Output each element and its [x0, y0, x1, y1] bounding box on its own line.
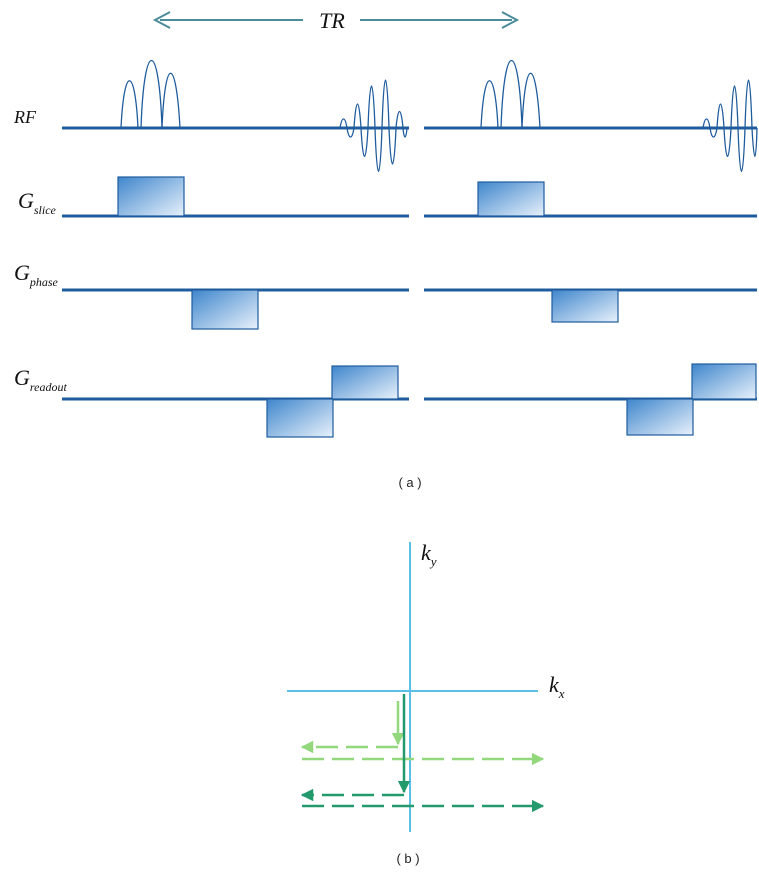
g-readout-label: Greadout [14, 365, 67, 394]
phase-gradient-1 [191, 289, 259, 330]
gradient-blocks [117, 176, 757, 438]
rf-echo-signal-2 [702, 79, 758, 172]
kx-label: kx [549, 672, 565, 701]
readout-gradient-2 [691, 363, 757, 400]
slice-gradient-1 [117, 176, 185, 217]
readout-prephaser-2 [626, 398, 694, 436]
caption-a: ( a ) [398, 475, 421, 490]
panel-b: ky kx ( b ) [287, 540, 565, 866]
rf-excitation-pulse-2 [480, 59, 541, 129]
caption-b: ( b ) [396, 851, 419, 866]
panel-a: TR RF Gslice Gphase Greadout [13, 8, 758, 490]
rf-echo-signal-1 [339, 79, 408, 172]
readout-gradient-1 [331, 365, 399, 400]
readout-prephaser-1 [266, 398, 334, 438]
g-phase-label: Gphase [14, 260, 59, 289]
baselines [62, 126, 757, 401]
rf-label: RF [13, 107, 37, 127]
g-slice-label: Gslice [18, 188, 57, 217]
slice-gradient-2 [477, 181, 545, 217]
k-space-trajectory-dark [300, 694, 545, 813]
tr-label: TR [319, 8, 345, 33]
rf-excitation-pulse-1 [120, 59, 181, 129]
ky-label: ky [421, 540, 437, 569]
phase-gradient-2 [551, 289, 619, 323]
row-labels: RF Gslice Gphase Greadout [13, 107, 67, 394]
tr-arrow: TR [152, 8, 520, 33]
k-space-trajectory-light [300, 701, 545, 766]
